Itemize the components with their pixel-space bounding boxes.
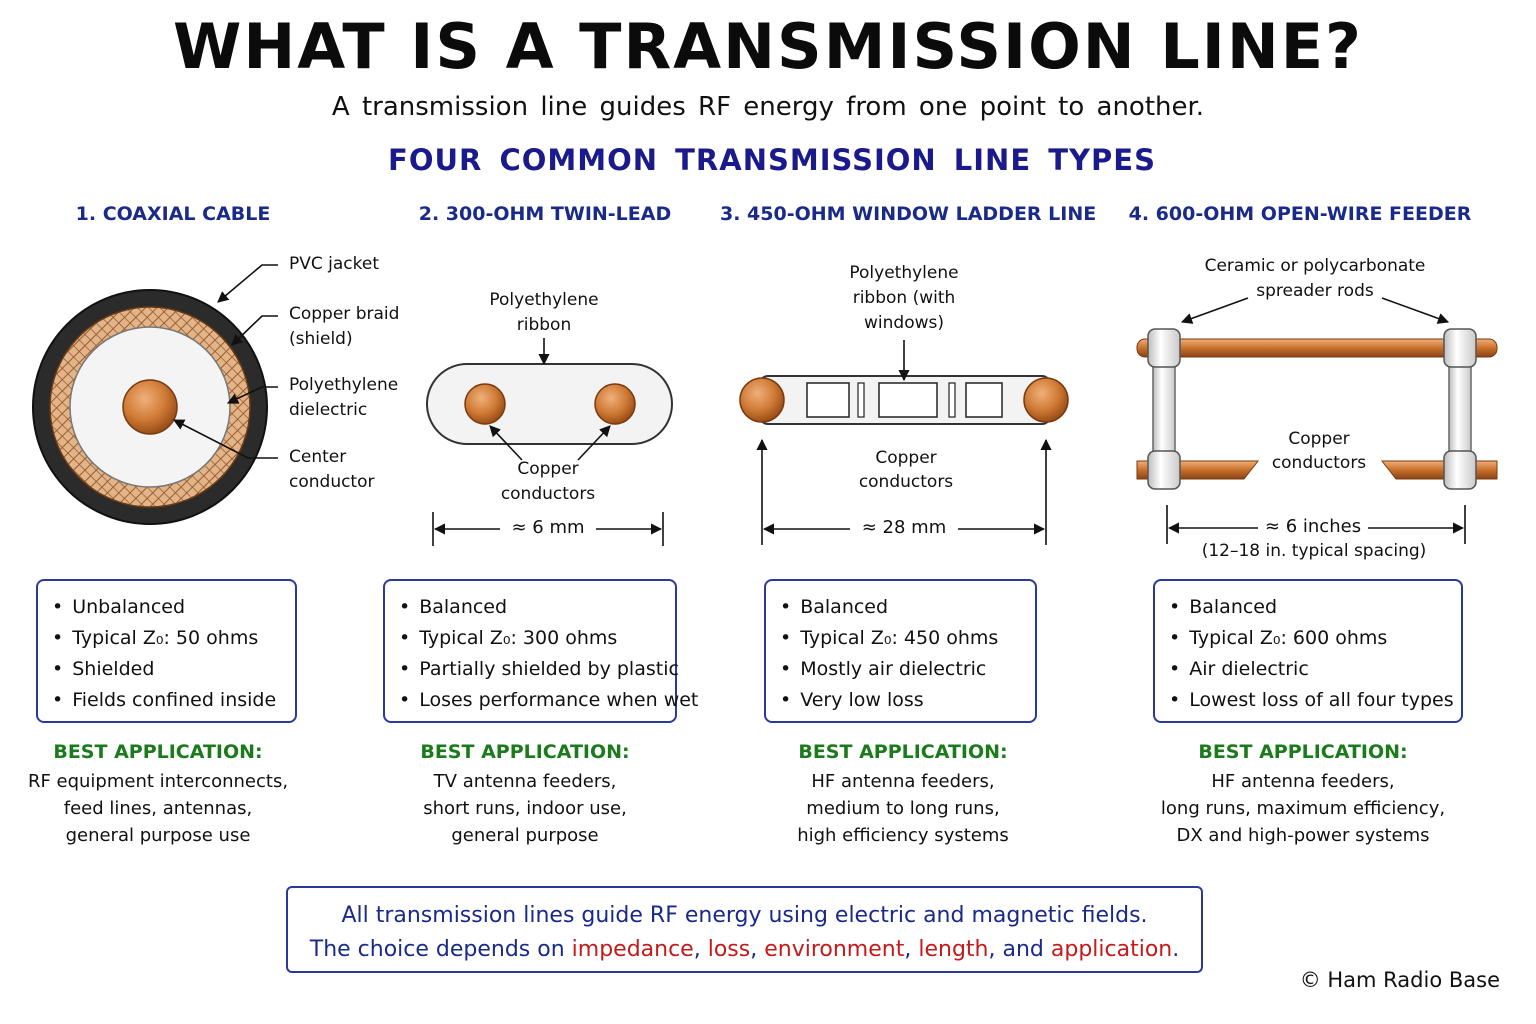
loss-term: loss	[707, 937, 751, 962]
openwire-best-application-label: BEST APPLICATION:	[1198, 741, 1408, 763]
list-item: Lowest loss of all four types	[1169, 685, 1461, 716]
openwire-heading: 4. 600-OHM OPEN-WIRE FEEDER	[1128, 203, 1472, 225]
coax-best-application-label: BEST APPLICATION:	[53, 741, 263, 763]
list-item: Typical Z₀: 600 ohms	[1169, 623, 1461, 654]
ladder-ribbon-label: Polyethylene	[849, 263, 959, 283]
summary-line-1: All transmission lines guide RF energy u…	[341, 903, 1148, 928]
application-term: application	[1050, 937, 1173, 962]
coax-properties-box: Unbalanced Typical Z₀: 50 ohms Shielded …	[36, 579, 297, 723]
openwire-spacing-note: (12–18 in. typical spacing)	[1201, 541, 1427, 561]
twinlead-conductors-label-2: conductors	[500, 484, 596, 504]
ladder-width-dimension: ≈ 28 mm	[861, 517, 947, 538]
twinlead-properties-box: Balanced Typical Z₀: 300 ohms Partially …	[383, 579, 698, 723]
list-item: Typical Z₀: 50 ohms	[52, 623, 295, 654]
openwire-conductors-label: Copper	[1288, 429, 1350, 449]
ladder-cross-section	[739, 375, 1069, 425]
coax-braid-label: Copper braid	[289, 304, 400, 324]
impedance-term: impedance	[571, 937, 694, 962]
openwire-drawing	[1136, 328, 1498, 490]
coax-center-label: Center	[289, 447, 347, 467]
list-item: Loses performance when wet	[399, 685, 698, 716]
openwire-rods-label-2: spreader rods	[1256, 281, 1374, 301]
twinlead-ribbon-label: Polyethylene	[489, 290, 599, 310]
ladder-ribbon-label-3: windows)	[864, 313, 944, 333]
ladder-ribbon-label-2: ribbon (with	[852, 288, 956, 308]
page-title: WHAT IS A TRANSMISSION LINE?	[172, 10, 1364, 83]
coax-leader-lines	[173, 264, 278, 459]
ladder-conductors-label: Copper	[875, 448, 937, 468]
coax-cross-section	[32, 289, 268, 525]
twinlead-heading: 2. 300-OHM TWIN-LEAD	[418, 203, 672, 225]
list-item: Fields confined inside	[52, 685, 295, 716]
twinlead-best-application-label: BEST APPLICATION:	[420, 741, 630, 763]
ladder-properties-box: Balanced Typical Z₀: 450 ohms Mostly air…	[764, 579, 1037, 723]
list-item: Partially shielded by plastic	[399, 654, 679, 685]
page-subtitle: A transmission line guides RF energy fro…	[331, 92, 1205, 122]
list-item: Typical Z₀: 450 ohms	[780, 623, 1035, 654]
ladder-conductors-label-2: conductors	[858, 472, 954, 492]
twinlead-conductors-label: Copper	[517, 459, 579, 479]
ladder-heading: 3. 450-OHM WINDOW LADDER LINE	[720, 203, 1097, 225]
summary-box: All transmission lines guide RF energy u…	[286, 886, 1203, 973]
coax-best-application-text: RF equipment interconnects, feed lines, …	[27, 771, 289, 846]
ladder-best-application-text: HF antenna feeders, medium to long runs,…	[797, 771, 1009, 846]
twinlead-cross-section	[426, 363, 673, 445]
copyright-credit: © Ham Radio Base	[1299, 968, 1500, 992]
list-item: Balanced	[399, 592, 675, 623]
ladder-best-application-label: BEST APPLICATION:	[798, 741, 1008, 763]
list-item: Shielded	[52, 654, 295, 685]
summary-line-2: The choice depends on impedance, loss, e…	[309, 937, 1180, 962]
twinlead-width-dimension: ≈ 6 mm	[511, 517, 585, 538]
coax-jacket-label: PVC jacket	[289, 254, 380, 274]
openwire-properties-box: Balanced Typical Z₀: 600 ohms Air dielec…	[1153, 579, 1463, 723]
list-item: Unbalanced	[52, 592, 295, 623]
list-item: Balanced	[780, 592, 1035, 623]
coax-heading: 1. COAXIAL CABLE	[75, 203, 271, 225]
environment-term: environment	[764, 937, 905, 962]
openwire-conductors-label-2: conductors	[1271, 453, 1367, 473]
coax-dielectric-label: Polyethylene	[289, 375, 399, 395]
list-item: Air dielectric	[1169, 654, 1461, 685]
coax-center-label-2: conductor	[289, 472, 375, 492]
coax-braid-label-2: (shield)	[289, 329, 353, 349]
twinlead-best-application-text: TV antenna feeders, short runs, indoor u…	[423, 771, 627, 846]
openwire-rods-label: Ceramic or polycarbonate	[1204, 256, 1426, 276]
twinlead-ribbon-label-2: ribbon	[516, 315, 572, 335]
list-item: Balanced	[1169, 592, 1461, 623]
section-title: FOUR COMMON TRANSMISSION LINE TYPES	[388, 143, 1156, 177]
list-item: Mostly air dielectric	[780, 654, 1035, 685]
list-item: Typical Z₀: 300 ohms	[399, 623, 675, 654]
coax-dielectric-label-2: dielectric	[289, 400, 368, 420]
list-item: Very low loss	[780, 685, 1035, 716]
length-term: length	[918, 937, 989, 962]
openwire-best-application-text: HF antenna feeders, long runs, maximum e…	[1160, 771, 1446, 846]
openwire-spacing-dimension: ≈ 6 inches	[1264, 516, 1362, 537]
